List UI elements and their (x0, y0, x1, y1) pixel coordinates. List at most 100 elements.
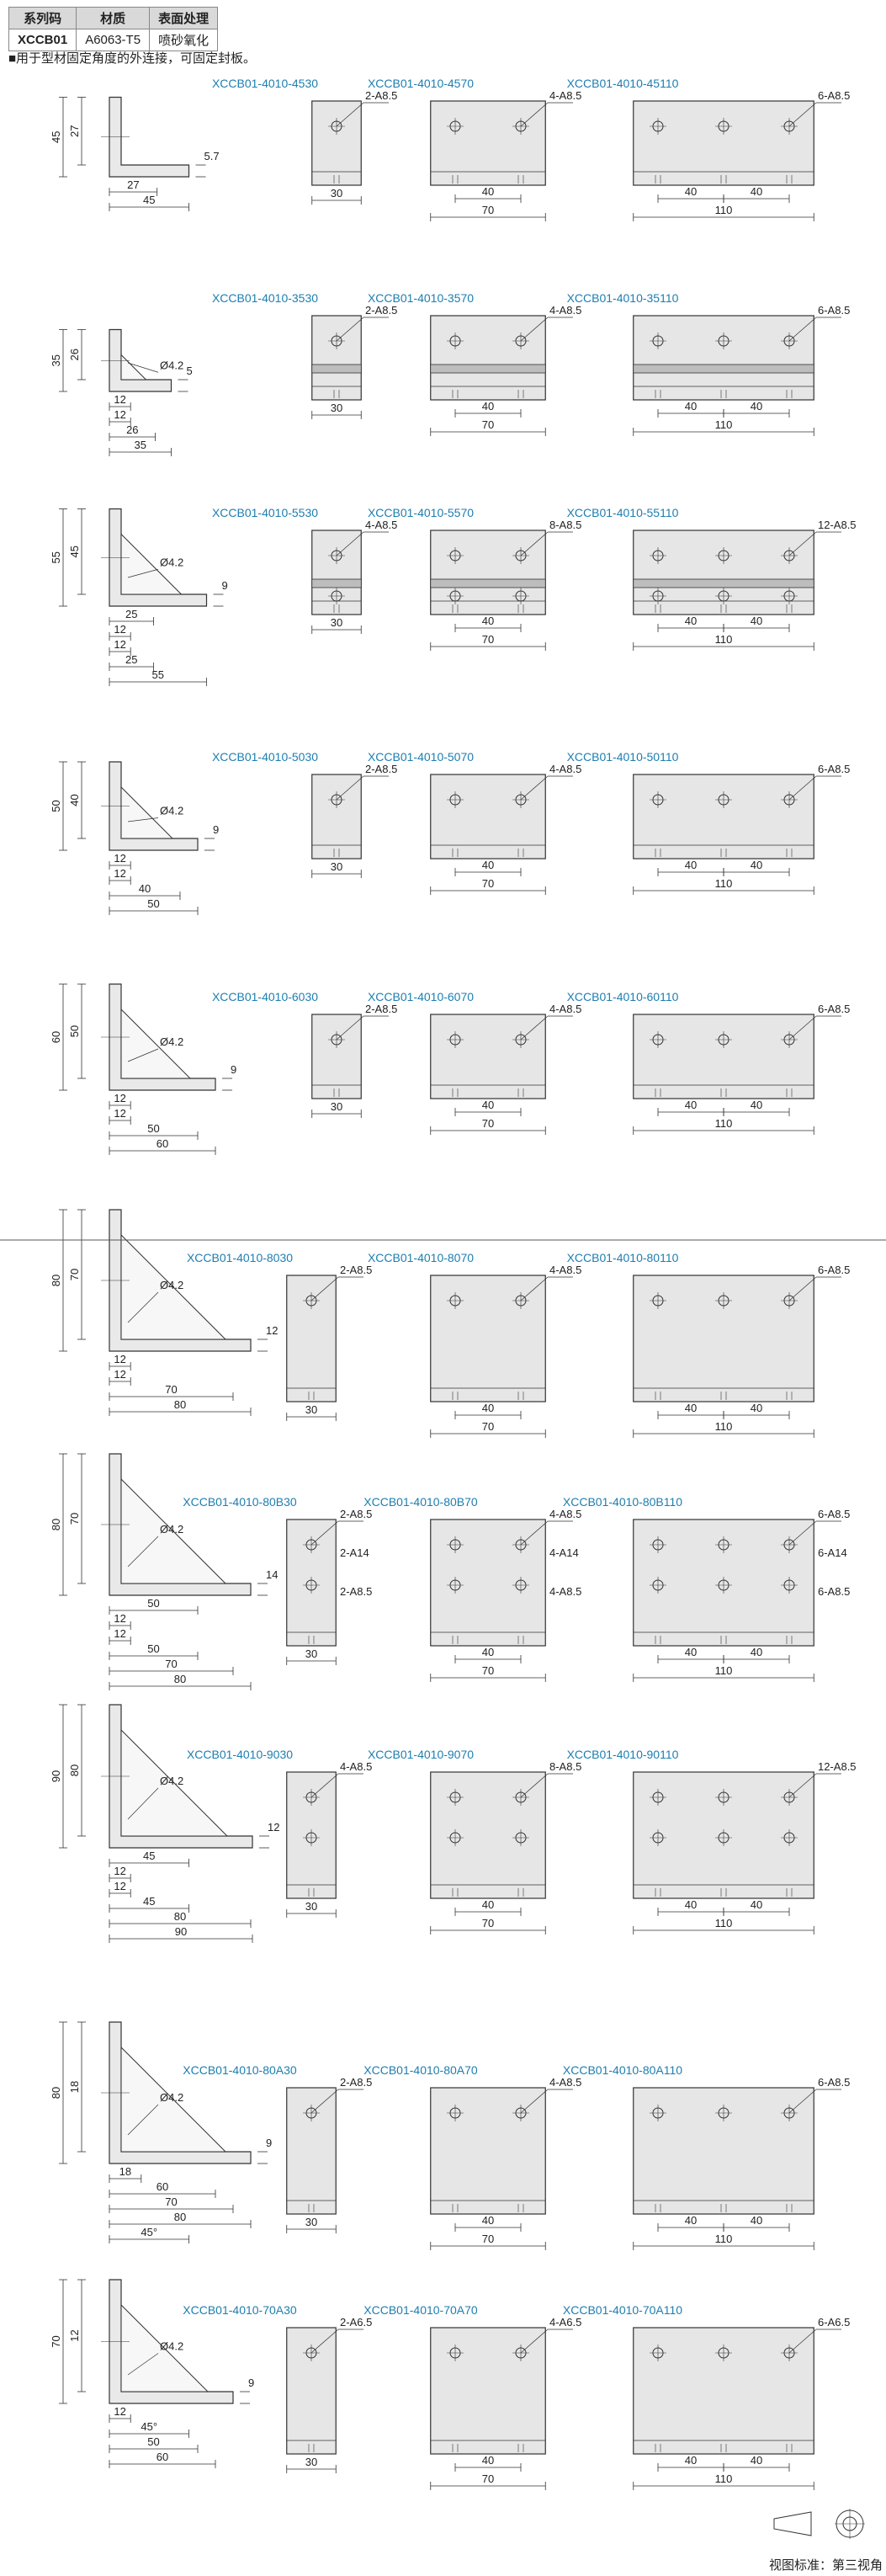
model-code: XCCB01-4010-5030 (212, 750, 318, 764)
leader-line (336, 102, 364, 127)
dimension-label: 80 (68, 1764, 81, 1776)
model-code: XCCB01-4010-80B30 (183, 1495, 297, 1509)
hole-callout: 2-A8.5 (365, 89, 397, 102)
dimension-label: 30 (331, 1100, 342, 1113)
bracket-face (430, 530, 546, 615)
leader-line (788, 2089, 817, 2114)
dimension-label: 9 (248, 2376, 254, 2389)
slot-band (311, 364, 362, 374)
dimension-label: 80 (50, 2087, 62, 2099)
dimension-label: 12 (114, 1880, 125, 1892)
slot-band (633, 364, 814, 374)
dimension-label: 40 (685, 1898, 697, 1911)
dimension-label: 30 (331, 402, 342, 414)
hole-callout: 2-A8.5 (340, 1585, 372, 1598)
dimension-label: 40 (685, 400, 697, 412)
hole-callout: 6-A8.5 (818, 1585, 850, 1598)
leader-line (788, 1520, 817, 1546)
dimension-label: 40 (685, 615, 697, 627)
dimension-label: 40 (751, 2454, 762, 2467)
dimension-label: 30 (331, 616, 342, 629)
leader-line (520, 1520, 549, 1546)
leader-line (127, 1787, 159, 1820)
dimension-label: 50 (147, 2435, 159, 2448)
dimension-label: 50 (50, 800, 62, 812)
dimension-label: 60 (50, 1031, 62, 1043)
dimension-label: 50 (147, 1642, 159, 1655)
cell-material: A6063-T5 (76, 29, 151, 51)
dimension-label: 70 (165, 1658, 177, 1670)
bracket-face (311, 100, 362, 186)
dimension-label: 80 (174, 1910, 186, 1923)
model-code: XCCB01-4010-5570 (368, 506, 474, 519)
dimension-label: 70 (165, 2195, 177, 2208)
hole-callout: 4-A6.5 (549, 2316, 581, 2329)
model-code: XCCB01-4010-5070 (368, 750, 474, 764)
model-code: XCCB01-4010-35110 (567, 291, 679, 305)
dimension-label: 55 (152, 668, 164, 681)
dimension-label: 25 (125, 653, 137, 666)
hole-diameter-label: Ø4.2 (160, 556, 183, 568)
dimension-label: 40 (751, 859, 762, 871)
bracket-face (311, 315, 362, 401)
bracket-face (633, 1014, 814, 1099)
model-code: XCCB01-4010-3570 (368, 291, 474, 305)
dimension-label: 80 (50, 1519, 62, 1530)
hole-callout: 4-A8.5 (549, 89, 581, 102)
model-code: XCCB01-4010-9030 (187, 1748, 293, 1761)
hole-callout: 4-A8.5 (549, 1264, 581, 1276)
dimension-label: 70 (482, 1117, 494, 1130)
model-code: XCCB01-4010-4570 (368, 77, 474, 90)
dimension-label: 12 (114, 623, 125, 636)
leader-line (520, 2089, 549, 2114)
dimension-label: 40 (482, 400, 494, 412)
dimension-label: 40 (751, 1099, 762, 1111)
hole-callout: 4-A14 (549, 1546, 579, 1559)
dimension-label: 30 (305, 2456, 317, 2468)
hole-callout: 2-A8.5 (340, 2076, 372, 2089)
leader-line (520, 531, 549, 556)
dimension-label: 27 (68, 125, 81, 137)
bracket-face (633, 100, 814, 186)
leader-line (336, 775, 364, 801)
bracket-profile (109, 96, 190, 178)
dimension-label: 110 (715, 1420, 733, 1433)
cell-series: XCCB01 (8, 29, 77, 51)
bracket-profile (109, 1453, 252, 1596)
dimension-label: 50 (147, 1122, 159, 1135)
bracket-gusset (120, 1008, 192, 1079)
bracket-gusset (120, 1477, 227, 1584)
bracket-profile (109, 1209, 252, 1352)
dimension-label: 40 (482, 1099, 494, 1111)
dimension-label: 70 (50, 2335, 62, 2347)
dimension-label: 5 (187, 365, 193, 377)
bracket-profile (109, 761, 199, 851)
dimension-label: 40 (482, 615, 494, 627)
projection-symbol (773, 2509, 865, 2539)
dimension-label: 50 (147, 1597, 159, 1610)
model-code: XCCB01-4010-5530 (212, 506, 318, 519)
dimension-label: 70 (482, 418, 494, 431)
bracket-profile (109, 2279, 234, 2404)
slot-band (430, 578, 546, 588)
dimension-label: 12 (114, 852, 125, 865)
bracket-profile (109, 508, 208, 607)
